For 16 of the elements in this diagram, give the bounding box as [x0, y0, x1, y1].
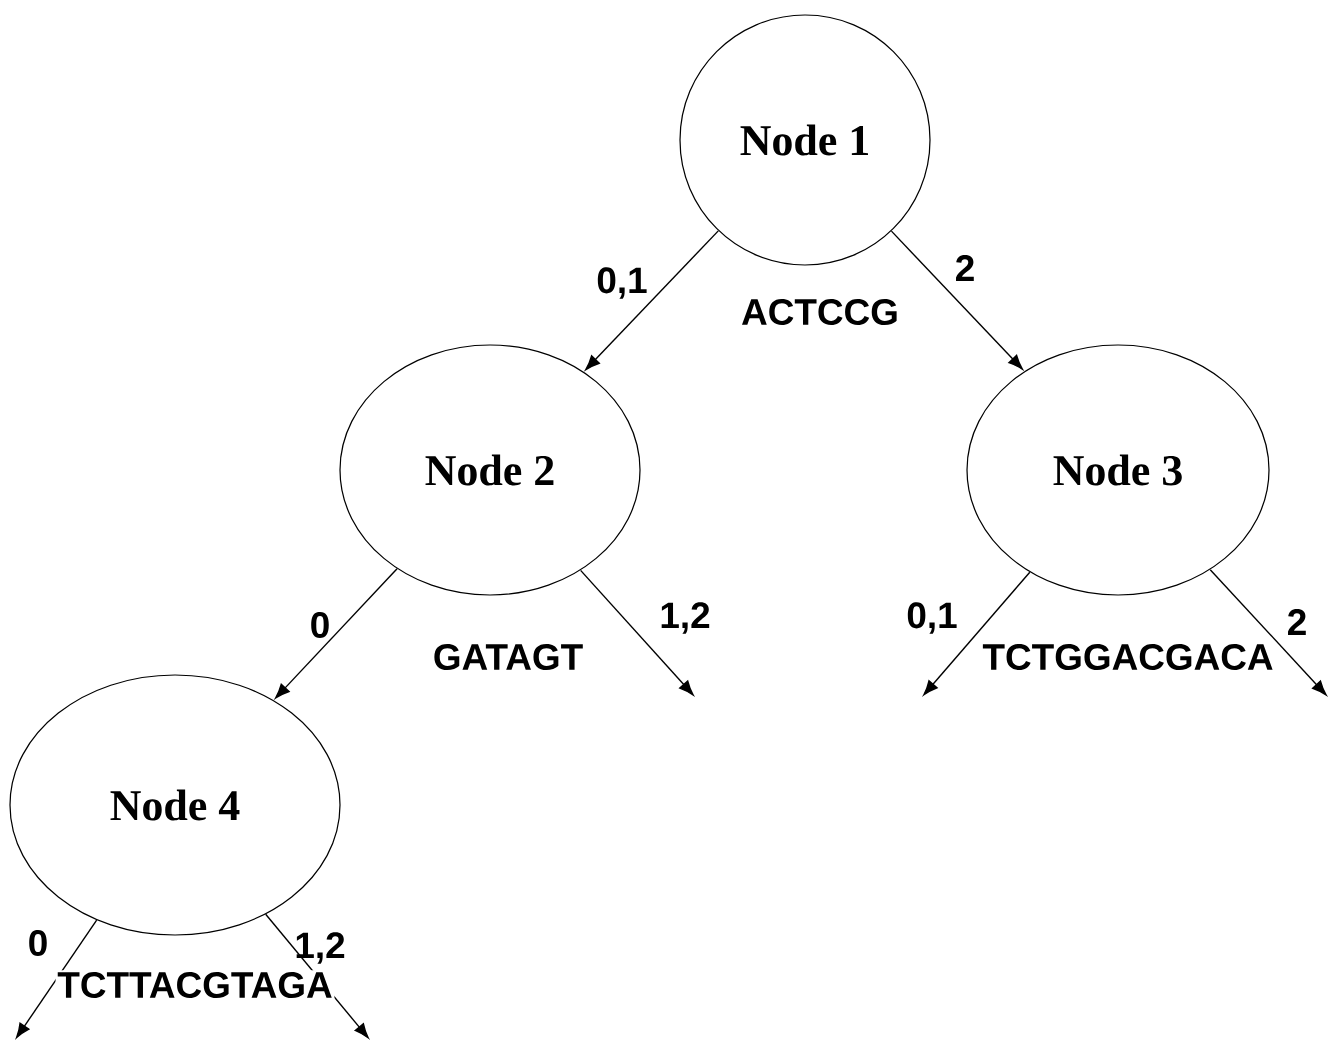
arrow	[923, 571, 1031, 696]
arrow	[579, 569, 694, 696]
sequence-label: GATAGT	[431, 642, 585, 672]
sequence-label: TCTTACGTAGA	[55, 970, 335, 1000]
edge-label: 2	[956, 255, 974, 281]
arrow	[890, 230, 1024, 370]
sequence-label: ACTCCG	[739, 297, 901, 327]
edge-label: 0	[311, 611, 329, 639]
edge-label: 2	[1288, 609, 1306, 635]
arrow	[1209, 569, 1327, 696]
arrow	[274, 568, 398, 699]
arrow	[585, 230, 719, 371]
edge-label: 1,2	[661, 602, 710, 634]
sequence-label: TCTGGACGACA	[980, 642, 1276, 672]
edge-label: 0,1	[597, 267, 647, 299]
edge-label: 0,1	[907, 602, 957, 634]
